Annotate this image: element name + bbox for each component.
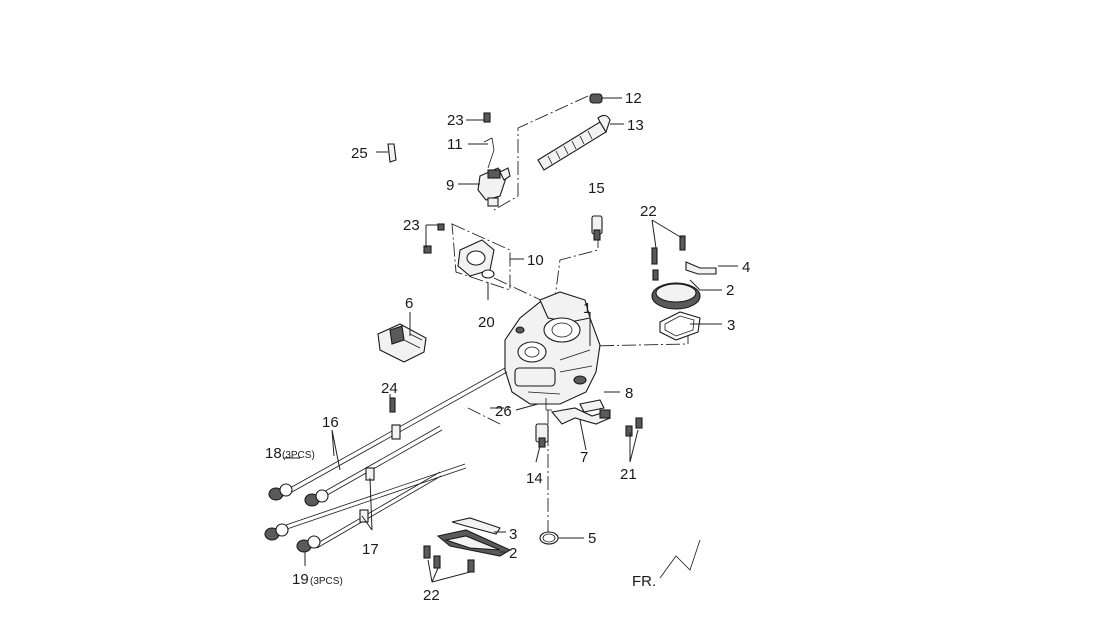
callout-13: 13 xyxy=(627,117,644,134)
leader-lines xyxy=(284,97,738,583)
callout-10: 10 xyxy=(527,252,544,269)
side-cover-assembly-lower xyxy=(423,517,512,573)
callout-2-lower: 2 xyxy=(509,545,517,562)
callout-17: 17 xyxy=(362,541,379,558)
callout-11: 11 xyxy=(447,136,463,153)
o-ring xyxy=(539,531,559,545)
callout-26: 26 xyxy=(495,403,512,420)
callout-6: 6 xyxy=(405,295,413,312)
intake-flange xyxy=(423,223,495,279)
callout-22-lower: 22 xyxy=(423,587,440,604)
ignition-coil xyxy=(377,323,427,363)
nuts-and-washers xyxy=(264,483,329,553)
callout-24: 24 xyxy=(381,380,398,397)
sensor-15 xyxy=(591,215,603,241)
callout-16: 16 xyxy=(322,414,339,431)
callout-5: 5 xyxy=(588,530,596,547)
valve-cover-assembly-upper xyxy=(651,235,717,341)
injector-assembly xyxy=(477,112,511,207)
callout-22-upper: 22 xyxy=(640,203,657,220)
callout-2-upper: 2 xyxy=(726,282,734,299)
callout-3-lower: 3 xyxy=(509,526,517,543)
callout-1: 1 xyxy=(583,300,591,317)
coolant-pipe xyxy=(550,399,643,437)
front-direction-arrow-icon xyxy=(659,539,701,579)
callout-12: 12 xyxy=(625,90,642,107)
callout-19-quantity: (3PCS) xyxy=(310,576,343,587)
spark-plug-14 xyxy=(535,423,549,448)
front-direction-label: FR. xyxy=(632,573,656,590)
studs xyxy=(282,367,508,549)
callout-15: 15 xyxy=(588,180,605,197)
callout-9: 9 xyxy=(446,177,454,194)
callout-labels: 1 2 2 3 3 4 5 6 7 8 9 10 11 12 13 14 15 … xyxy=(265,90,750,604)
callout-8: 8 xyxy=(625,385,633,402)
clip-25 xyxy=(387,143,397,163)
callout-21: 21 xyxy=(620,466,637,483)
callout-19: 19 xyxy=(292,571,309,588)
callout-3-upper: 3 xyxy=(727,317,735,334)
callout-25: 25 xyxy=(351,145,368,162)
callout-18: 18 xyxy=(265,445,282,462)
callout-23-upper: 23 xyxy=(447,112,464,129)
callout-7: 7 xyxy=(580,449,588,466)
callout-4: 4 xyxy=(742,259,750,276)
callout-20: 20 xyxy=(478,314,495,331)
callout-18-quantity: (3PCS) xyxy=(282,450,315,461)
callout-23-lower: 23 xyxy=(403,217,420,234)
fuel-hose xyxy=(537,93,611,171)
callout-14: 14 xyxy=(526,470,543,487)
